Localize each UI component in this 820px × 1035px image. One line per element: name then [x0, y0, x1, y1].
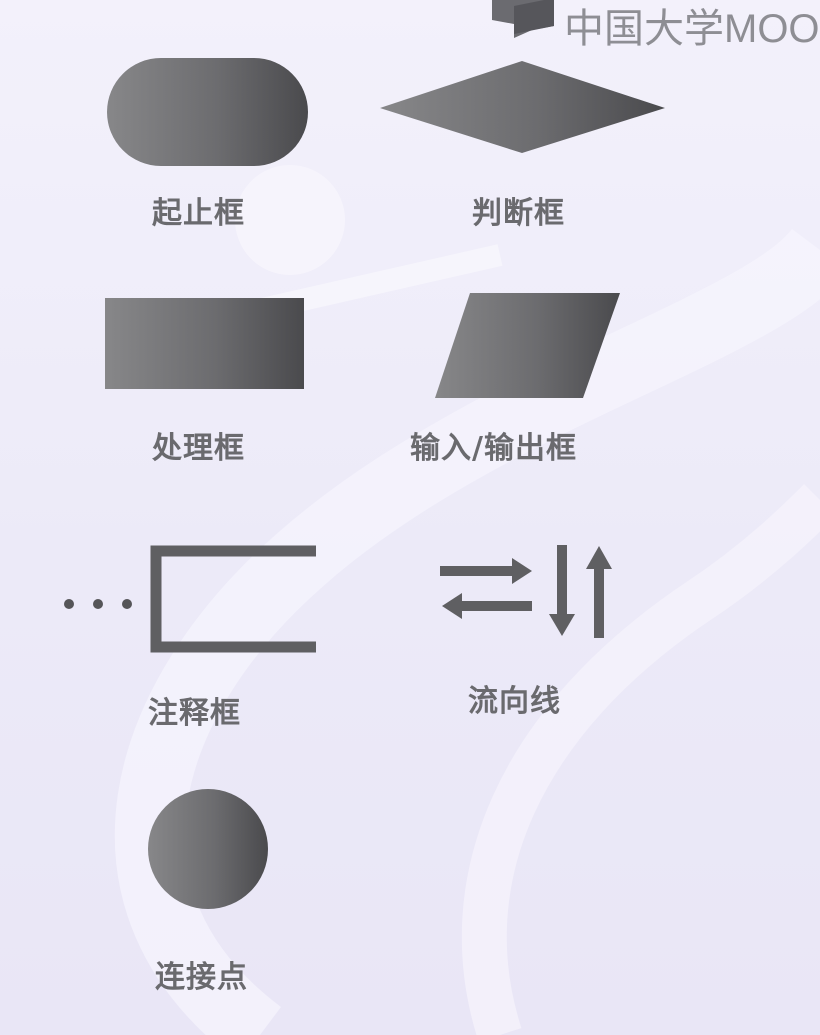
- terminal-symbol-icon: [107, 58, 308, 166]
- decision-symbol-icon: [380, 61, 665, 153]
- mooc-logo-icon: [492, 0, 554, 38]
- flowline-label: 流向线: [468, 684, 561, 719]
- process-label: 处理框: [152, 431, 245, 466]
- io-label: 输入/输出框: [410, 431, 577, 466]
- connector-symbol-icon: [148, 789, 268, 909]
- io-symbol-icon: [435, 293, 620, 398]
- terminal-label: 起止框: [152, 196, 245, 231]
- process-symbol-icon: [105, 298, 304, 389]
- flowline-symbol-icon: [440, 545, 612, 638]
- watermark-brand-text: 中国大学MOOC: [564, 7, 820, 51]
- connector-label: 连接点: [155, 960, 248, 995]
- annotation-symbol-icon: [64, 545, 316, 653]
- annotation-label: 注释框: [148, 696, 241, 731]
- decision-label: 判断框: [472, 196, 565, 231]
